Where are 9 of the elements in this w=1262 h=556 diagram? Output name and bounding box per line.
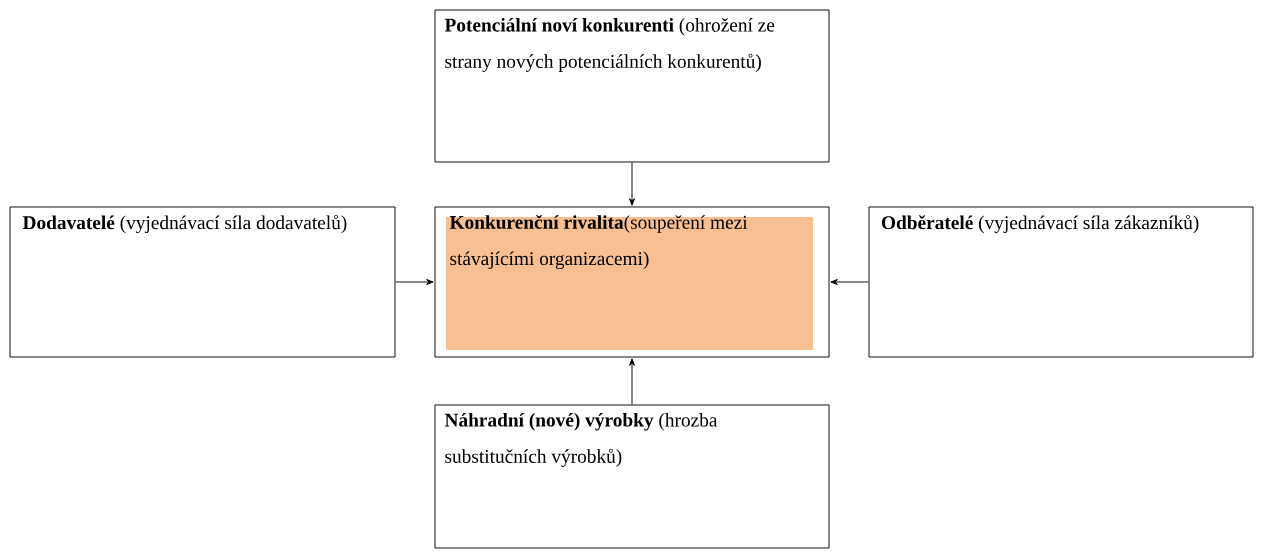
text-box: Potenciální noví konkurenti (ohrožení ze strany nových potenciálních konkurentů) [434, 9, 830, 163]
text-box: Konkurenční rivalita(soupeření mezi stávajícími organizacemi) [434, 206, 830, 358]
text-box: Náhradní (nové) výrobky (hrozba substitučních výrobků) [434, 404, 830, 549]
arrow [629, 162, 635, 206]
arrow [395, 279, 434, 285]
arrow [629, 358, 635, 405]
text-box: Dodavatelé (vyjednávací síla dodavatelů) [9, 206, 396, 358]
arrow [830, 279, 869, 285]
text-box: Odběratelé (vyjednávací síla zákazníků) [868, 206, 1254, 358]
